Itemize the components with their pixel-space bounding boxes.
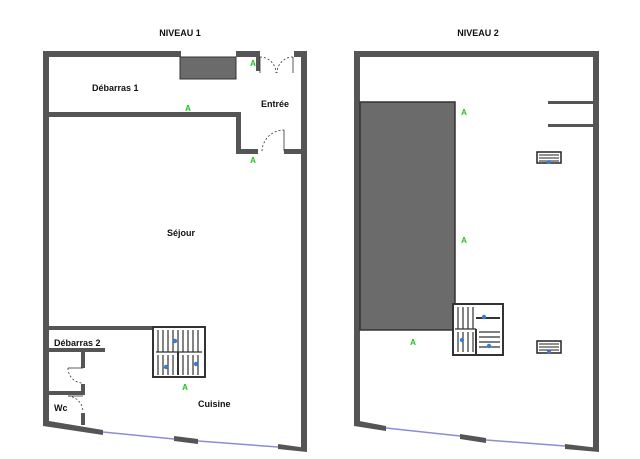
level-2-title: NIVEAU 2 [457, 28, 499, 38]
marker-a: A [461, 236, 467, 245]
marker-a: A [250, 156, 256, 165]
room-label-wc: Wc [54, 403, 68, 413]
windows-level-2 [385, 427, 566, 447]
marker-a: A [461, 108, 467, 117]
level-2-walls [354, 51, 599, 452]
staircase-level-2 [452, 303, 504, 356]
level-1-walls [43, 51, 307, 452]
entrance-door [259, 56, 294, 74]
marker-a: A [250, 59, 256, 68]
storage-unit [179, 56, 237, 80]
wc-door [67, 395, 84, 413]
marker-a: A [410, 338, 416, 347]
living-door [261, 129, 285, 152]
room-label-debarras-2: Débarras 2 [54, 338, 101, 348]
marker-a: A [182, 383, 188, 392]
windows-level-1 [102, 431, 279, 448]
radiator-icon [536, 151, 562, 164]
marker-a: A [185, 104, 191, 113]
radiator-icon [536, 340, 562, 354]
mezzanine-void [359, 101, 456, 331]
room-label-cuisine: Cuisine [198, 399, 231, 409]
storage-2-door [67, 367, 84, 384]
room-label-entree: Entrée [261, 99, 289, 109]
level-1-title: NIVEAU 1 [159, 28, 201, 38]
room-label-sejour: Séjour [167, 228, 196, 238]
room-label-debarras-1: Débarras 1 [92, 83, 139, 93]
staircase-level-1 [152, 326, 206, 378]
